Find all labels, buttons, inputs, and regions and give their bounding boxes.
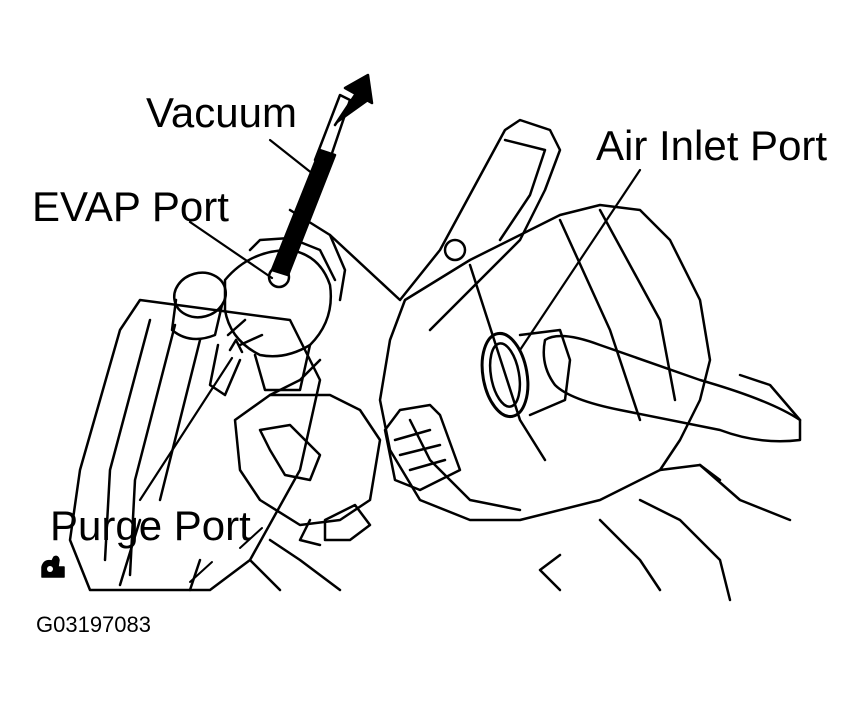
label-purge-port: Purge Port [50, 502, 251, 549]
label-air-inlet-port: Air Inlet Port [596, 122, 828, 169]
label-evap-port: EVAP Port [32, 183, 229, 230]
purge-port-cap [170, 271, 264, 397]
break-marks [189, 527, 263, 583]
air-inlet-nozzle [480, 328, 572, 419]
hand-finger [538, 334, 802, 602]
mounting-bracket [288, 118, 562, 332]
canister-body [68, 298, 342, 592]
leader-lines [138, 138, 642, 502]
figure-code: G03197083 [36, 612, 151, 637]
vacuum-tube [270, 73, 374, 277]
leader-vacuum [268, 138, 320, 180]
label-vacuum: Vacuum [146, 89, 297, 136]
lower-fitting [233, 358, 382, 547]
leader-air-inlet [518, 168, 642, 352]
leader-evap-port [188, 220, 274, 280]
leader-purge-port [138, 356, 234, 502]
canister-box [378, 203, 712, 522]
hand-pointer-icon [41, 555, 65, 578]
